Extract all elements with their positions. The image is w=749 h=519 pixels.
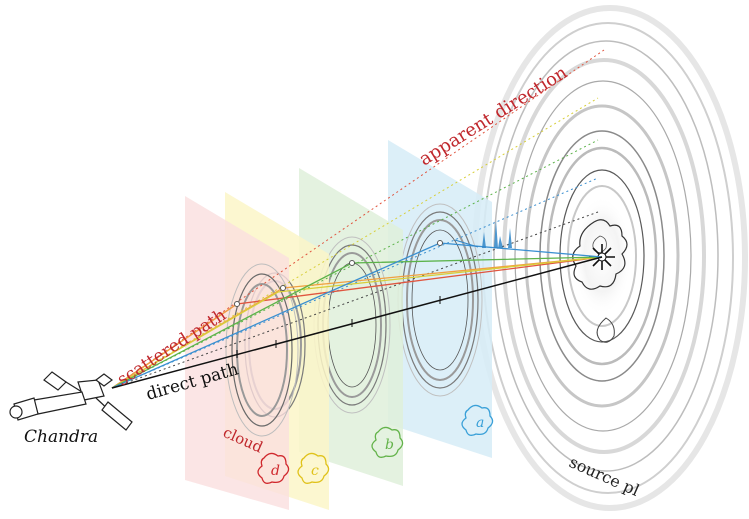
direct-path-line (111, 256, 603, 389)
svg-text:b: b (385, 437, 394, 453)
spectrum-icon (454, 220, 520, 248)
direct-path-ticks (236, 296, 441, 358)
apparent-direction-label: apparent direction (416, 62, 572, 170)
svg-text:d: d (271, 463, 280, 479)
chandra-label: Chandra (24, 427, 98, 447)
source-plane (472, 5, 748, 511)
apparent-direction-lines (111, 49, 605, 389)
cloud-a-id: a (461, 404, 494, 436)
cloud-d-id: d (257, 452, 290, 484)
chandra-spacecraft-icon (9, 371, 133, 431)
svg-text:c: c (311, 463, 319, 479)
cloud-c-id: c (297, 452, 330, 484)
cloud-id-labels: a b c d (257, 404, 494, 484)
scatter-points (234, 240, 443, 307)
cloud-b-id: b (371, 426, 404, 458)
svg-text:a: a (476, 415, 484, 431)
